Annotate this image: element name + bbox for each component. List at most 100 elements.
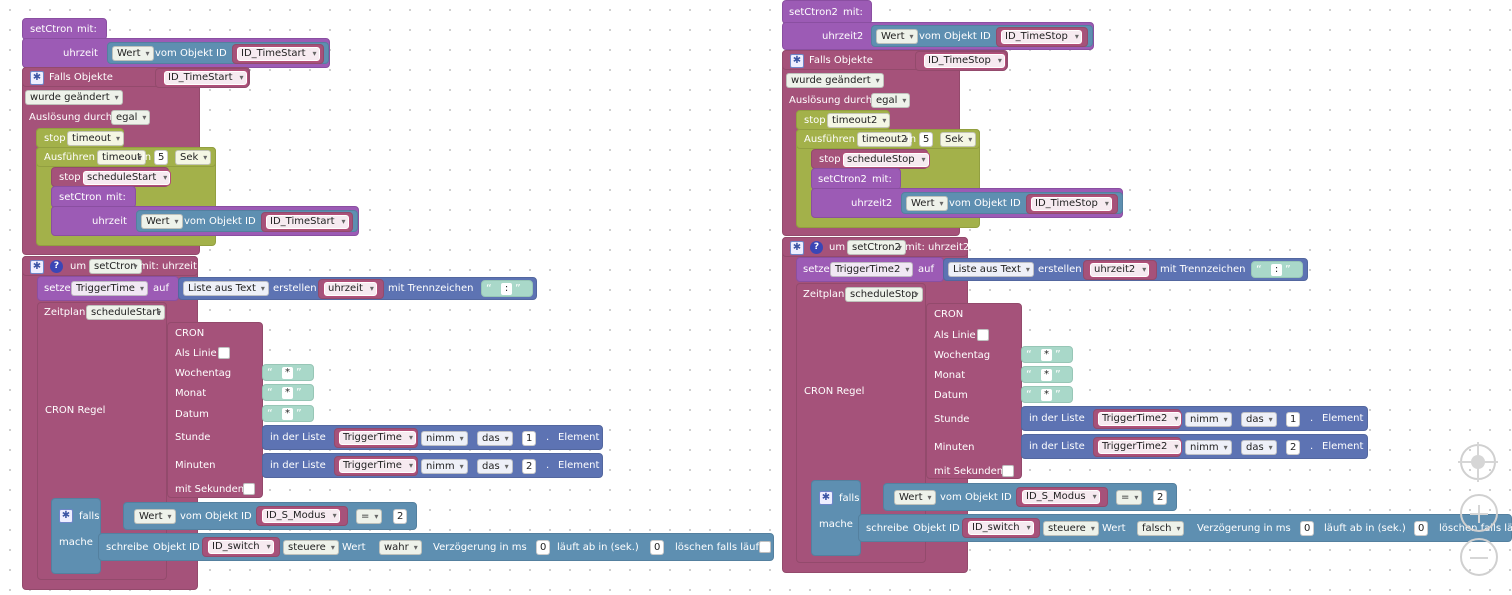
monat-text[interactable]: “*”: [262, 384, 314, 401]
delay-input[interactable]: 5: [154, 150, 169, 165]
wert-dropdown[interactable]: Wert: [906, 196, 948, 211]
steuere-dropdown[interactable]: steuere: [283, 540, 339, 555]
monat-text[interactable]: “*”: [1021, 366, 1073, 383]
cron-builder-block[interactable]: CRON Als Linie Wochentag Monat Datum Stu…: [167, 322, 263, 498]
minuten-list-get[interactable]: in der Liste TriggerTime2 nimm das 2 . E…: [1021, 434, 1368, 459]
stop-schedule-block[interactable]: stop scheduleStop: [811, 149, 930, 169]
operator-dropdown[interactable]: =: [356, 509, 383, 524]
get-state-block[interactable]: Wert vom Objekt ID ID_TimeStart: [107, 42, 329, 64]
unit-dropdown[interactable]: Sek: [940, 132, 977, 147]
triggertime-var[interactable]: TriggerTime: [338, 458, 417, 474]
uhrzeit-var[interactable]: uhrzeit2: [1089, 262, 1151, 278]
if-block[interactable]: ✱ falls mache: [51, 498, 101, 574]
if-block[interactable]: ✱ falls mache: [811, 480, 861, 556]
index-input[interactable]: 2: [522, 459, 537, 474]
wochentag-value[interactable]: *: [1041, 349, 1052, 361]
value-dropdown[interactable]: falsch: [1137, 521, 1185, 536]
function-name-field[interactable]: setCtron2: [847, 240, 906, 255]
get-state-block[interactable]: Wert vom Objekt ID ID_TimeStop: [871, 25, 1093, 47]
write-state-block[interactable]: schreibe Objekt ID ID_switch steuere Wer…: [98, 533, 774, 561]
als-linie-checkbox[interactable]: [977, 329, 989, 341]
triggertime-var[interactable]: TriggerTime2: [1097, 439, 1183, 455]
set-variable-block[interactable]: setze TriggerTime auf: [37, 276, 179, 301]
timeout-dropdown[interactable]: timeout2: [827, 113, 891, 128]
operator-dropdown[interactable]: =: [1116, 490, 1143, 505]
index-input[interactable]: 1: [522, 431, 537, 446]
mit-sekunden-checkbox[interactable]: [1002, 465, 1014, 477]
compare-block[interactable]: Wert vom Objekt ID ID_S_Modus = 2: [883, 483, 1177, 511]
schedule-name-field[interactable]: scheduleStart: [86, 305, 166, 320]
schedule-dropdown[interactable]: scheduleStart: [82, 170, 172, 186]
das-dropdown[interactable]: das: [1241, 440, 1277, 455]
call-setctron2-block[interactable]: setCtron2 mit:: [782, 0, 872, 24]
compare-value[interactable]: 2: [393, 509, 408, 524]
gear-icon[interactable]: ✱: [790, 241, 804, 255]
compare-block[interactable]: Wert vom Objekt ID ID_S_Modus = 2: [123, 502, 417, 530]
change-type-dropdown[interactable]: wurde geändert: [786, 73, 884, 88]
stop-timeout-block[interactable]: stop timeout: [36, 128, 124, 148]
delay-input[interactable]: 5: [919, 132, 934, 147]
nimm-dropdown[interactable]: nimm: [1185, 440, 1232, 455]
object-id-dropdown[interactable]: ID_TimeStart: [236, 46, 321, 62]
wochentag-text[interactable]: “*”: [262, 364, 314, 381]
delay-input[interactable]: 0: [536, 540, 551, 555]
timeout-dropdown[interactable]: timeout: [67, 131, 124, 146]
clear-checkbox[interactable]: [759, 541, 771, 553]
separator-value[interactable]: :: [1271, 264, 1282, 276]
nimm-dropdown[interactable]: nimm: [421, 431, 468, 446]
zoom-in-icon[interactable]: [1460, 494, 1498, 532]
stunde-list-get[interactable]: in der Liste TriggerTime nimm das 1 . El…: [262, 425, 603, 450]
wert-dropdown[interactable]: Wert: [876, 29, 918, 44]
recenter-icon[interactable]: [1458, 442, 1498, 482]
wochentag-value[interactable]: *: [282, 367, 293, 379]
das-dropdown[interactable]: das: [477, 459, 513, 474]
steuere-dropdown[interactable]: steuere: [1043, 521, 1099, 536]
monat-value[interactable]: *: [1041, 369, 1052, 381]
gear-icon[interactable]: ✱: [30, 71, 44, 85]
mit-sekunden-checkbox[interactable]: [243, 483, 255, 495]
trigger-object-dropdown[interactable]: ID_TimeStart: [163, 70, 248, 86]
object-id-dropdown[interactable]: ID_TimeStop: [1000, 29, 1083, 45]
function-name-field[interactable]: setCtron: [89, 259, 142, 274]
nimm-dropdown[interactable]: nimm: [421, 459, 468, 474]
stop-schedule-block[interactable]: stop scheduleStart: [51, 167, 172, 187]
datum-text[interactable]: “*”: [1021, 386, 1073, 403]
help-icon[interactable]: ?: [810, 241, 823, 254]
schedule-name-field[interactable]: scheduleStop: [845, 287, 923, 302]
get-state-inner[interactable]: Wert vom Objekt ID ID_TimeStop: [901, 192, 1123, 214]
ausloesung-dropdown[interactable]: egal: [871, 93, 911, 108]
list-mode-dropdown[interactable]: Liste aus Text: [183, 281, 269, 296]
uhrzeit-var[interactable]: uhrzeit: [323, 281, 378, 297]
wert-dropdown[interactable]: Wert: [112, 46, 154, 61]
triggertime-var[interactable]: TriggerTime2: [1097, 411, 1183, 427]
gear-icon[interactable]: ✱: [30, 260, 44, 274]
call-setctron2-inner[interactable]: setCtron2 mit:: [811, 168, 901, 190]
get-state-inner[interactable]: Wert vom Objekt ID ID_TimeStart: [136, 210, 358, 232]
wert-dropdown[interactable]: Wert: [134, 509, 176, 524]
separator-text[interactable]: “ : ”: [481, 280, 533, 297]
timeout-name-field[interactable]: timeout2: [857, 132, 913, 147]
set-variable-block[interactable]: setze TriggerTime2 auf: [796, 257, 944, 282]
wert-dropdown[interactable]: Wert: [894, 490, 936, 505]
wert-dropdown[interactable]: Wert: [141, 214, 183, 229]
switch-id-dropdown[interactable]: ID_switch: [967, 520, 1035, 536]
schedule-dropdown[interactable]: scheduleStop: [842, 152, 930, 168]
als-linie-checkbox[interactable]: [218, 347, 230, 359]
gear-icon[interactable]: ✱: [59, 509, 73, 523]
split-text-block[interactable]: Liste aus Text erstellen uhrzeit mit Tre…: [178, 277, 537, 300]
change-type-dropdown[interactable]: wurde geändert: [25, 90, 123, 105]
triggertime-var[interactable]: TriggerTime: [338, 430, 417, 446]
switch-id-dropdown[interactable]: ID_switch: [207, 539, 275, 555]
datum-text[interactable]: “*”: [262, 405, 314, 422]
zoom-out-icon[interactable]: [1460, 538, 1498, 576]
write-state-block[interactable]: schreibe Objekt ID ID_switch steuere Wer…: [858, 514, 1512, 542]
split-text-block[interactable]: Liste aus Text erstellen uhrzeit2 mit Tr…: [943, 258, 1308, 281]
compare-value[interactable]: 2: [1153, 490, 1168, 505]
value-dropdown[interactable]: wahr: [379, 540, 422, 555]
object-id-dropdown[interactable]: ID_S_Modus: [261, 508, 341, 524]
gear-icon[interactable]: ✱: [819, 491, 833, 505]
das-dropdown[interactable]: das: [1241, 412, 1277, 427]
variable-dropdown[interactable]: TriggerTime2: [830, 262, 914, 277]
datum-value[interactable]: *: [1041, 389, 1052, 401]
